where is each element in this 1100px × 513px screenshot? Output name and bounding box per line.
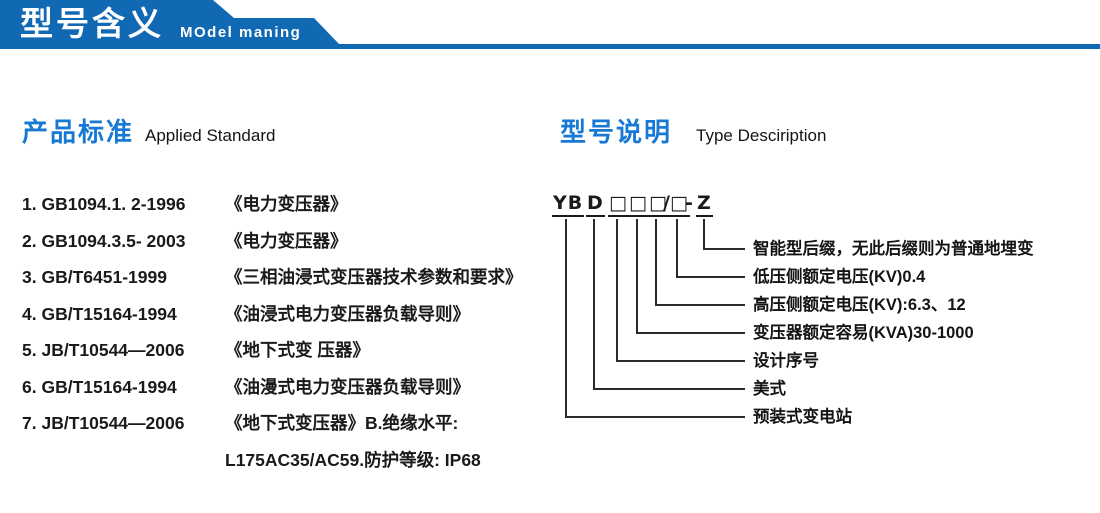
annotation-label: 预装式变电站	[753, 408, 852, 426]
connector-line	[593, 388, 745, 390]
applied-standard-heading: 产品标准 Applied Standard	[22, 112, 275, 149]
list-item: 4. GB/T15164-1994 《油浸式电力变压器负载导则》	[22, 303, 523, 327]
standards-list: 1. GB1094.1. 2-1996 《电力变压器》 2. GB1094.3.…	[22, 193, 523, 485]
connector-line	[636, 332, 745, 334]
list-item: 3. GB/T6451-1999 《三相油浸式变压器技术参数和要求》	[22, 266, 523, 290]
heading-en: Applied Standard	[145, 126, 276, 145]
model-code-segment: □	[648, 193, 669, 217]
connector-line	[703, 219, 705, 250]
list-item: 7. JB/T10544—2006 《地下式变压器》B.绝缘水平:	[22, 412, 523, 436]
annotation-label: 智能型后缀，无此后缀则为普通地埋变	[753, 240, 1034, 258]
annotation-label: 美式	[753, 380, 786, 398]
standard-code: 1. GB1094.1. 2-1996	[22, 194, 186, 214]
list-item-continuation: L175AC35/AC59.防护等级: IP68	[22, 449, 523, 473]
standard-code: 3. GB/T6451-1999	[22, 267, 167, 287]
standard-code: 2. GB1094.3.5- 2003	[22, 230, 186, 251]
connector-line	[565, 219, 567, 418]
standard-title: L175AC35/AC59.防护等级: IP68	[225, 449, 481, 470]
annotation-label: 设计序号	[753, 352, 819, 370]
connector-line	[655, 304, 745, 306]
standard-title: 《油浸式电力变压器负载导则》	[225, 303, 470, 324]
type-description-heading: 型号说明 Type Desciription	[560, 112, 826, 149]
connector-line	[636, 219, 638, 334]
standard-code	[22, 449, 225, 473]
annotation-label: 高压侧额定电压(KV):6.3、12	[753, 296, 966, 314]
model-code-segment: D	[586, 193, 605, 217]
page-title: 型号含义	[20, 5, 164, 42]
connector-line	[616, 360, 745, 362]
connector-line	[655, 219, 657, 306]
connector-line	[593, 219, 595, 390]
standard-title: 《地下式变压器》B.绝缘水平:	[225, 413, 459, 433]
model-code-segment: YB	[552, 193, 585, 217]
model-code-segment: □	[628, 193, 649, 217]
connector-line	[616, 219, 618, 362]
model-code-segment: □	[669, 193, 690, 217]
list-item: 2. GB1094.3.5- 2003 《电力变压器》	[22, 230, 523, 254]
annotation-label: 低压侧额定电压(KV)0.4	[753, 268, 926, 286]
list-item: 1. GB1094.1. 2-1996 《电力变压器》	[22, 193, 523, 217]
standard-title: 《电力变压器》	[225, 230, 348, 251]
standard-title: 《油漫式电力变压器负载导则》	[225, 376, 470, 397]
standard-code: 4. GB/T15164-1994	[22, 303, 177, 324]
standard-title: 《三相油浸式变压器技术参数和要求》	[225, 267, 523, 287]
model-code-segment: Z	[696, 193, 713, 217]
page-subtitle: MOdel maning	[180, 24, 302, 41]
heading-en: Type Desciription	[696, 126, 827, 145]
list-item: 5. JB/T10544—2006 《地下式变 压器》	[22, 339, 523, 363]
heading-zh: 型号说明	[560, 117, 673, 147]
standard-code: 7. JB/T10544—2006	[22, 413, 185, 433]
connector-line	[565, 416, 745, 418]
banner-background	[0, 0, 1100, 49]
connector-line	[676, 219, 678, 278]
standard-code: 6. GB/T15164-1994	[22, 376, 177, 397]
standard-title: 《地下式变 压器》	[225, 340, 370, 360]
model-code-separator: -	[685, 192, 694, 214]
annotation-label: 变压器额定容易(KVA)30-1000	[753, 324, 974, 342]
connector-line	[676, 276, 745, 278]
model-code-segment: □	[608, 193, 629, 217]
model-code-separator: /	[663, 192, 671, 214]
connector-line	[703, 248, 745, 250]
heading-zh: 产品标准	[22, 117, 135, 147]
standard-title: 《电力变压器》	[225, 194, 348, 214]
list-item: 6. GB/T15164-1994 《油漫式电力变压器负载导则》	[22, 376, 523, 400]
standard-code: 5. JB/T10544—2006	[22, 340, 185, 360]
